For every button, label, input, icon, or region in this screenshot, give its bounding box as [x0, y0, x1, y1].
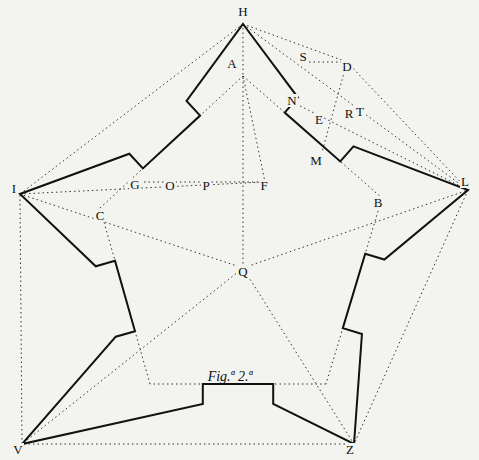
- construction-lines: [20, 24, 468, 444]
- point-letter: M: [309, 154, 323, 167]
- point-letter: I: [11, 182, 17, 195]
- point-letter: B: [373, 196, 384, 209]
- fortress-outline: [20, 24, 468, 444]
- point-letter: A: [226, 57, 237, 70]
- construction-line: [243, 190, 468, 268]
- construction-line: [243, 24, 244, 268]
- point-letter: E: [314, 113, 324, 126]
- construction-line: [243, 24, 347, 62]
- point-letter: R: [344, 107, 355, 120]
- point-letter: N: [286, 94, 297, 107]
- construction-line: [243, 76, 265, 182]
- point-letter: L: [460, 175, 470, 188]
- point-letter: S: [298, 50, 307, 63]
- construction-line: [20, 194, 22, 444]
- point-letter: Z: [345, 443, 355, 456]
- construction-line: [20, 24, 243, 194]
- construction-line: [292, 102, 468, 190]
- construction-line: [347, 62, 468, 190]
- point-letter: H: [237, 5, 248, 18]
- point-letter: T: [355, 105, 365, 118]
- construction-line: [22, 268, 243, 444]
- point-letter: D: [341, 60, 352, 73]
- point-letter: V: [12, 443, 23, 456]
- point-letter: O: [164, 179, 175, 192]
- point-letter: F: [259, 179, 268, 192]
- construction-line: [20, 182, 265, 194]
- construction-line: [243, 24, 468, 190]
- construction-line: [135, 182, 265, 183]
- construction-line: [20, 194, 243, 268]
- figure-caption: Fig.ª 2.ª: [207, 370, 254, 383]
- point-letter: G: [129, 178, 140, 191]
- point-letter: Q: [237, 265, 248, 278]
- construction-line: [22, 444, 354, 445]
- point-letter: P: [201, 179, 210, 192]
- point-letter: C: [95, 209, 106, 222]
- construction-line: [354, 190, 468, 444]
